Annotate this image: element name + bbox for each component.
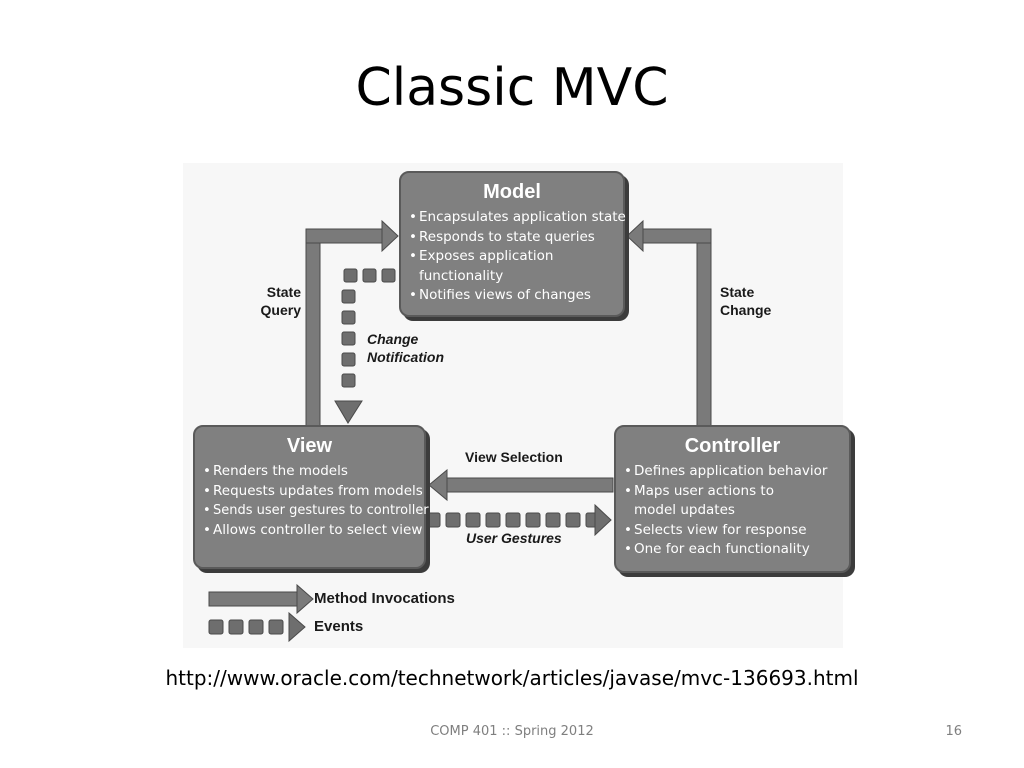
legend-events-dash (228, 619, 244, 635)
view-box: View •Renders the models •Requests updat… (193, 425, 429, 569)
state-query-arrow-vertical (305, 234, 321, 428)
connector-arrows (208, 219, 712, 643)
controller-box: Controller •Defines application behavior… (614, 425, 851, 573)
user-gestures-dash (525, 512, 541, 528)
state-change-arrow-horizontal (642, 228, 712, 244)
controller-item: •Maps user actions to (624, 482, 774, 499)
legend-method-arrow-shaft (208, 591, 298, 607)
view-title: View (286, 435, 333, 457)
page-number: 16 (945, 724, 962, 739)
mvc-diagram: Model •Encapsulates application state •R… (183, 163, 851, 648)
user-gestures-dash (445, 512, 461, 528)
legend-events-dash (248, 619, 264, 635)
change-notification-dash (341, 310, 356, 325)
controller-items: •Defines application behavior •Maps user… (616, 462, 849, 560)
state-change-arrow-vertical (696, 234, 712, 428)
change-notification-dash (343, 268, 358, 283)
user-gestures-arrow-head (594, 503, 612, 537)
change-notification-dash (341, 331, 356, 346)
change-notification-dash (341, 289, 356, 304)
view-selection-arrow-shaft (446, 477, 614, 493)
model-item: •Notifies views of changes (409, 287, 591, 303)
controller-item-continued: model updates (634, 502, 735, 518)
view-selection-arrow-head (428, 468, 448, 502)
slide-title: Classic MVC (355, 58, 669, 118)
model-title: Model (483, 181, 541, 203)
state-query-arrow-horizontal (305, 228, 383, 244)
slide-footer: COMP 401 :: Spring 2012 (430, 724, 594, 739)
controller-item: •One for each functionality (624, 541, 810, 557)
change-notification-dash (341, 352, 356, 367)
state-query-label: State Query (260, 284, 301, 318)
controller-item: •Defines application behavior (624, 463, 828, 479)
legend-events-arrow-head (288, 611, 306, 643)
view-item: •Requests updates from models (203, 482, 423, 499)
user-gestures-dash (465, 512, 481, 528)
view-selection-label: View Selection (465, 449, 563, 465)
model-box: Model •Encapsulates application state •R… (399, 171, 626, 317)
controller-item: •Selects view for response (624, 521, 807, 538)
state-query-arrow-head (381, 219, 399, 253)
state-change-label: State Change (720, 284, 772, 318)
user-gestures-dash (505, 512, 521, 528)
legend-events-dash (268, 619, 284, 635)
change-notification-dash (362, 268, 377, 283)
change-notification-label: Change Notification (367, 331, 444, 365)
legend-method-invocations-label: Method Invocations (314, 590, 455, 607)
source-url: http://www.oracle.com/technetwork/articl… (165, 666, 859, 690)
user-gestures-label: User Gestures (466, 530, 562, 546)
model-item-continued: functionality (419, 267, 504, 284)
user-gestures-dash (565, 512, 581, 528)
model-item: •Exposes application (409, 248, 554, 264)
state-change-arrow-head (626, 219, 644, 253)
controller-title: Controller (684, 435, 781, 457)
change-notification-arrow-head (334, 400, 363, 424)
user-gestures-dash (485, 512, 501, 528)
model-item: •Responds to state queries (409, 228, 595, 245)
change-notification-dash (381, 268, 396, 283)
view-item: •Sends user gestures to controller (203, 503, 429, 518)
model-items: •Encapsulates application state •Respond… (401, 208, 626, 306)
model-item: •Encapsulates application state (409, 209, 626, 225)
view-item: •Allows controller to select view (203, 521, 423, 538)
legend-events-dash (208, 619, 224, 635)
user-gestures-dash (425, 512, 441, 528)
view-item: •Renders the models (203, 463, 348, 479)
view-items: •Renders the models •Requests updates fr… (195, 462, 429, 540)
legend-method-arrow-head (296, 583, 314, 615)
user-gestures-dash (545, 512, 561, 528)
change-notification-dash (341, 373, 356, 388)
legend-events-label: Events (314, 618, 364, 635)
